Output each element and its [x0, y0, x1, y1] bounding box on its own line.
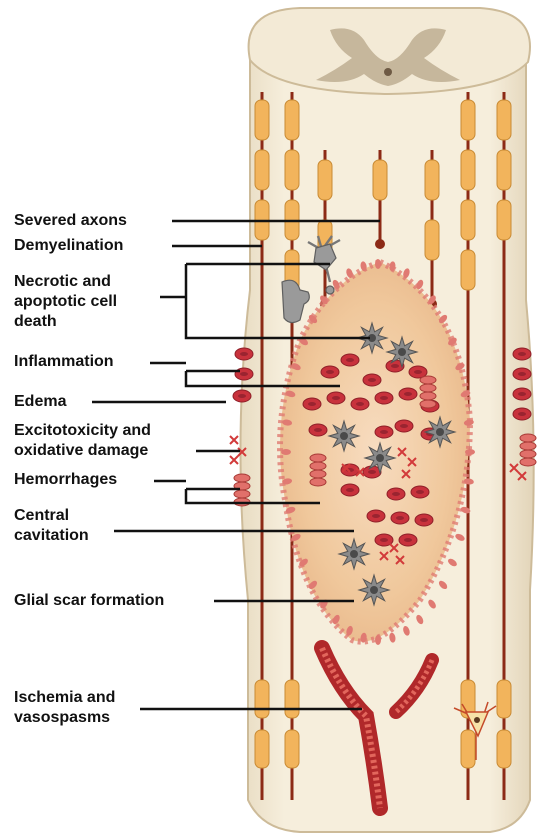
hemorrhage-cell — [520, 458, 536, 466]
red-blood-cell-center — [368, 378, 376, 382]
hemorrhage-cell — [520, 434, 536, 442]
red-blood-cell-center — [332, 396, 340, 400]
oxidative-mark — [230, 436, 238, 444]
myelin-segment — [255, 680, 269, 718]
hemorrhage-cell — [520, 442, 536, 450]
myelin-segment — [425, 160, 439, 200]
hemorrhage-cell — [310, 470, 326, 478]
red-blood-cell-center — [414, 370, 422, 374]
red-blood-cell-center — [400, 424, 408, 428]
hemorrhage-cell — [234, 474, 250, 482]
microglia-nucleus — [376, 454, 384, 462]
myelin-segment — [285, 150, 299, 190]
red-blood-cell-center — [518, 412, 526, 416]
red-blood-cell-center — [240, 352, 248, 356]
red-blood-cell-center — [391, 364, 399, 368]
myelin-segment — [461, 250, 475, 290]
myelin-segment — [255, 730, 269, 768]
myelin-segment — [497, 200, 511, 240]
microglia-nucleus — [398, 348, 406, 356]
microglia-nucleus — [436, 428, 444, 436]
hemorrhage-cell — [420, 376, 436, 384]
label-ischemia-vasospasms: Ischemia and vasospasms — [14, 688, 115, 728]
myelin-segment — [461, 150, 475, 190]
red-blood-cell-center — [356, 402, 364, 406]
hemorrhage-cell — [310, 478, 326, 486]
red-blood-cell-center — [396, 516, 404, 520]
scar-cell — [465, 449, 475, 455]
myelin-segment — [255, 150, 269, 190]
red-blood-cell-center — [420, 518, 428, 522]
myelin-segment — [497, 150, 511, 190]
red-blood-cell-center — [308, 402, 316, 406]
label-necrotic-apoptotic-cell-death: Necrotic and apoptotic cell death — [14, 272, 117, 332]
red-blood-cell-center — [346, 358, 354, 362]
hemorrhage-cell — [234, 490, 250, 498]
microglia-nucleus — [370, 586, 378, 594]
myelin-segment — [461, 100, 475, 140]
red-blood-cell-center — [346, 488, 354, 492]
myelin-segment — [255, 100, 269, 140]
red-blood-cell-center — [326, 370, 334, 374]
oxidative-mark — [230, 456, 238, 464]
myelin-segment — [461, 730, 475, 768]
label-hemorrhages: Hemorrhages — [14, 470, 117, 490]
myelin-segment — [497, 100, 511, 140]
label-excitotoxicity: Excitotoxicity and oxidative damage — [14, 421, 151, 461]
myelin-segment — [461, 200, 475, 240]
myelin-segment — [425, 220, 439, 260]
label-severed-axons: Severed axons — [14, 211, 127, 231]
myelin-segment — [373, 160, 387, 200]
red-blood-cell-center — [518, 392, 526, 396]
hemorrhage-cell — [310, 454, 326, 462]
red-blood-cell-center — [404, 538, 412, 542]
central-canal — [384, 68, 392, 76]
red-blood-cell-center — [404, 392, 412, 396]
red-blood-cell-center — [518, 352, 526, 356]
microglia-nucleus — [350, 550, 358, 558]
hemorrhage-cell — [420, 400, 436, 408]
label-demyelination: Demyelination — [14, 236, 123, 256]
hemorrhage-cell — [420, 392, 436, 400]
hemorrhage-cell — [420, 384, 436, 392]
red-blood-cell-center — [380, 430, 388, 434]
red-blood-cell-center — [392, 492, 400, 496]
label-edema: Edema — [14, 392, 66, 412]
red-blood-cell-center — [368, 470, 376, 474]
hemorrhage-cell — [520, 450, 536, 458]
myelin-segment — [497, 680, 511, 718]
red-blood-cell-center — [372, 514, 380, 518]
red-blood-cell-center — [380, 396, 388, 400]
red-blood-cell-center — [380, 538, 388, 542]
myelin-segment — [285, 680, 299, 718]
label-central-cavitation: Central cavitation — [14, 506, 89, 546]
hemorrhage-cell — [310, 462, 326, 470]
myelin-segment — [285, 100, 299, 140]
label-glial-scar-formation: Glial scar formation — [14, 591, 164, 611]
red-blood-cell-center — [314, 428, 322, 432]
axon-end-bulb — [375, 239, 385, 249]
myelin-segment — [318, 160, 332, 200]
red-blood-cell-center — [238, 394, 246, 398]
microglia-nucleus — [340, 432, 348, 440]
red-blood-cell-center — [240, 372, 248, 376]
myelin-segment — [285, 730, 299, 768]
red-blood-cell-center — [518, 372, 526, 376]
label-inflammation: Inflammation — [14, 352, 114, 372]
myelin-segment — [497, 730, 511, 768]
red-blood-cell-center — [416, 490, 424, 494]
